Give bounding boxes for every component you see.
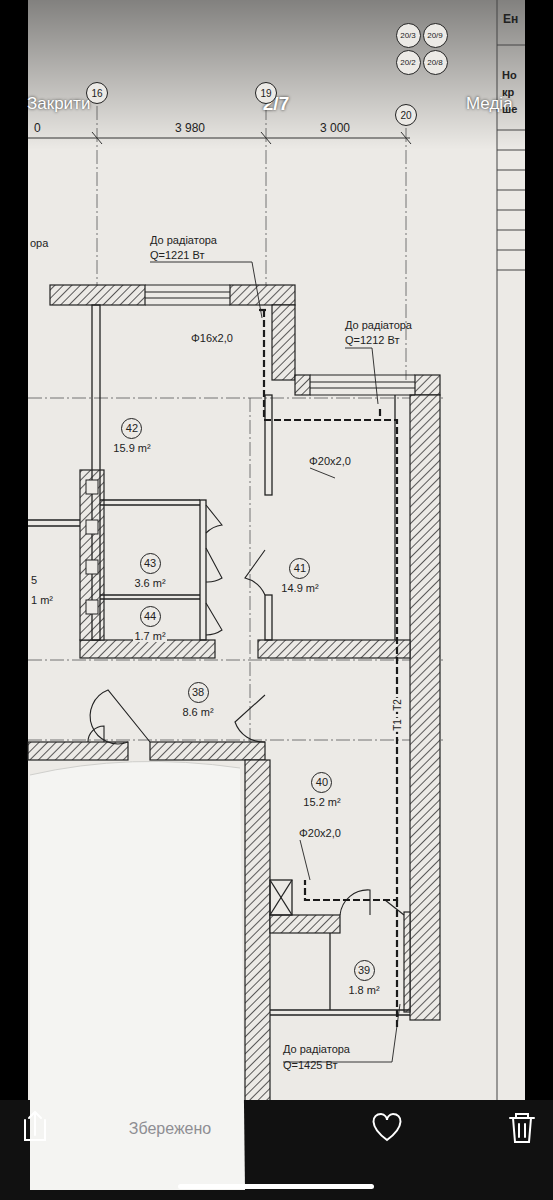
room-tag: 41 14.9 m² (280, 558, 319, 594)
plan-label: Ен (503, 13, 518, 26)
plan-label: T2 (392, 698, 403, 712)
axis-bubble: 20/9 (423, 23, 448, 48)
plan-label: До радіатора (283, 1043, 350, 1055)
axis-number: 20/2 (400, 58, 416, 67)
ui-text: Збережено (129, 1120, 212, 1138)
axis-bubble: 20/2 (396, 50, 421, 75)
room-number: 38 (188, 682, 209, 703)
room-area: 15.2 m² (302, 796, 341, 808)
axis-bubble: 20/8 (423, 50, 448, 75)
plan-label: 1 m² (31, 594, 53, 606)
room-number: 43 (140, 553, 161, 574)
plan-label: Φ20x2,0 (308, 455, 352, 467)
axis-bubble: 19 (255, 82, 277, 104)
plan-label: Φ20x2,0 (298, 827, 342, 839)
plan-label: T1 (392, 718, 403, 732)
axis-number: 19 (260, 88, 271, 99)
plan-label: Q=1221 Вт (150, 249, 205, 261)
room-number: 41 (289, 558, 310, 579)
axis-number: 20/9 (427, 31, 443, 40)
ui-text: Закрити (27, 95, 90, 114)
axis-bubble: 20 (395, 104, 417, 126)
plan-label: ше (502, 103, 517, 115)
axis-number: 16 (91, 88, 102, 99)
room-area: 1.8 m² (347, 984, 380, 996)
room-tag: 43 3.6 m² (133, 553, 166, 589)
room-area: 8.6 m² (181, 706, 214, 718)
plan-label: До радіатора (345, 319, 412, 331)
room-tag: 42 15.9 m² (112, 418, 151, 454)
room-tag: 39 1.8 m² (347, 960, 380, 996)
axis-bubble: 16 (86, 82, 108, 104)
room-number: 40 (311, 772, 332, 793)
plan-label: 3 980 (175, 122, 205, 135)
room-number: 42 (121, 418, 142, 439)
plan-label: До радіатора (150, 234, 217, 246)
room-area: 1.7 m² (133, 630, 166, 642)
plan-label: 5 (31, 574, 37, 586)
axis-bubble: 20/3 (396, 23, 421, 48)
axis-number: 20 (400, 110, 411, 121)
plan-label: ора (30, 237, 48, 249)
room-tag: 44 1.7 m² (133, 606, 166, 642)
room-number: 39 (354, 960, 375, 981)
plan-label: кр (502, 86, 514, 98)
room-tag: 38 8.6 m² (181, 682, 214, 718)
room-number: 44 (140, 606, 161, 627)
axis-number: 20/3 (400, 31, 416, 40)
plan-label: Q=1212 Вт (345, 334, 400, 346)
room-area: 14.9 m² (280, 582, 319, 594)
plan-label: Но (502, 69, 517, 81)
room-area: 3.6 m² (133, 577, 166, 589)
plan-label: 0 (34, 122, 41, 135)
room-area: 15.9 m² (112, 442, 151, 454)
plan-label: 3 000 (320, 122, 350, 135)
plan-label: Φ16x2,0 (190, 332, 234, 344)
axis-number: 20/8 (427, 58, 443, 67)
room-tag: 40 15.2 m² (302, 772, 341, 808)
plan-label: Q=1425 Вт (283, 1059, 338, 1071)
